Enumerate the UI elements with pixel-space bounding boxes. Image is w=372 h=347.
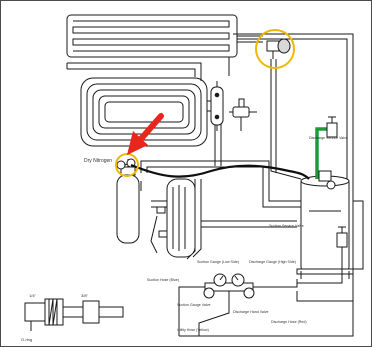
label-fitting-b: 3/8": [81, 293, 89, 298]
label-discharge-gauge: Discharge Gauge (High Side): [249, 260, 296, 264]
label-suction-hose: Suction Hose (Blue): [147, 278, 179, 282]
condenser-coil: [66, 14, 263, 58]
manifold-hoses: [178, 263, 353, 336]
sight-glass: [229, 98, 257, 131]
yellow-circle-icon-nitrogen: [115, 153, 139, 177]
label-discharge-hose: Discharge Hose (Red): [271, 320, 307, 324]
label-discharge-service-valve: Discharge Service Valve: [309, 136, 348, 140]
upper-tubing: [66, 57, 230, 81]
label-suction-gauge: Suction Gauge (Low Side): [197, 260, 239, 264]
fitting-detail: [24, 298, 124, 331]
accumulator: [156, 178, 196, 258]
label-dry-nitrogen: Dry Nitrogen: [84, 158, 112, 164]
label-o-ring: O-ring: [21, 337, 32, 342]
filter-drier: [210, 81, 224, 131]
evaporator-coil: [80, 77, 222, 166]
label-suction-gauge-valve: Suction Gauge Valve: [177, 303, 211, 307]
top-fitting: [266, 38, 291, 59]
label-fitting-a: 1/4": [29, 293, 37, 298]
suction-service-valve: [336, 226, 348, 263]
label-discharge-hand-valve: Discharge Hand Valve: [233, 310, 269, 314]
label-suction-service-valve: Suction Service Valve: [269, 224, 304, 228]
discharge-service-valve: [315, 116, 338, 190]
gauge-manifold: [203, 273, 255, 299]
red-arrow-icon: [127, 113, 164, 155]
diagram-labels: Dry Nitrogen Discharge Service Valve Suc…: [21, 136, 348, 342]
nitrogen-hose: [130, 163, 310, 180]
label-utility-hose: Utility Hose (Yellow): [177, 328, 209, 332]
yellow-circle-icon-top: [255, 29, 295, 69]
